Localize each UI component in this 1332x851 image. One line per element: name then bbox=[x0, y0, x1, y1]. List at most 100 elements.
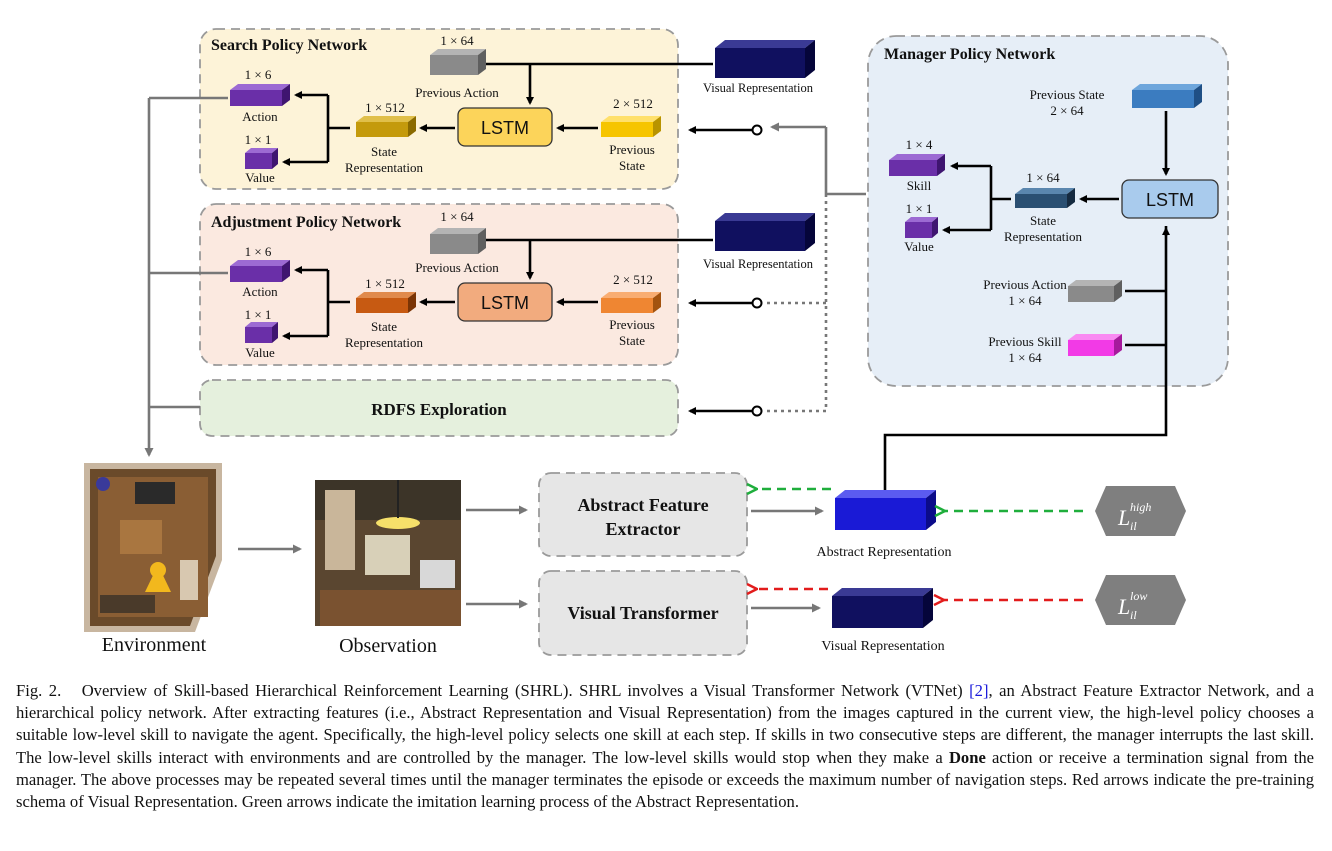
adjust-visual-rep-cube bbox=[715, 213, 815, 251]
caption-text-1: Overview of Skill-based Hierarchical Rei… bbox=[81, 681, 970, 700]
adjust-visual-rep-label: Visual Representation bbox=[703, 257, 814, 271]
manager-prev-skill-dim: 1 × 64 bbox=[1008, 350, 1042, 365]
search-title: Search Policy Network bbox=[211, 37, 367, 54]
manager-value-label: Value bbox=[904, 239, 934, 254]
manager-prev-action-dim: 1 × 64 bbox=[1008, 293, 1042, 308]
adjust-value-label: Value bbox=[245, 345, 275, 360]
adjust-state-rep-cube bbox=[356, 292, 416, 313]
adjust-value-cube bbox=[245, 322, 278, 343]
search-visual-rep-cube bbox=[715, 40, 815, 78]
abstract-feature-extractor bbox=[538, 472, 748, 557]
caption-text-3: action or receive a termination signal f… bbox=[16, 747, 1314, 812]
visual-rep-cube bbox=[832, 588, 933, 628]
caption-fig-label: Fig. 2. bbox=[16, 681, 62, 700]
rdfs-label: RDFS Exploration bbox=[371, 400, 507, 419]
search-action-cube bbox=[230, 84, 290, 106]
afe-label-1: Abstract Feature bbox=[577, 495, 708, 515]
adjust-prev-action-dim: 1 × 64 bbox=[440, 209, 474, 224]
shrl-diagram: Search Policy Network Adjustment Policy … bbox=[84, 28, 1229, 657]
adjust-action-label: Action bbox=[242, 284, 278, 299]
search-prev-action-cube bbox=[430, 49, 486, 75]
adjust-action-dim: 1 × 6 bbox=[245, 244, 272, 259]
manager-arrows bbox=[883, 111, 1170, 500]
loss-low-sub: il bbox=[1130, 608, 1137, 622]
adjust-arrows bbox=[282, 238, 752, 415]
manager-lstm-label: LSTM bbox=[1146, 190, 1194, 210]
manager-value-cube bbox=[905, 217, 938, 238]
adjust-lstm-label: LSTM bbox=[481, 293, 529, 313]
search-visual-rep-label: Visual Representation bbox=[703, 81, 814, 95]
manager-prev-state-cube bbox=[1132, 84, 1202, 108]
adjust-lstm bbox=[457, 282, 553, 322]
manager-prev-action-cube bbox=[1068, 280, 1122, 302]
search-prev-state-dim: 2 × 512 bbox=[613, 96, 653, 111]
manager-value-dim: 1 × 1 bbox=[906, 201, 933, 216]
vt-label: Visual Transformer bbox=[567, 603, 718, 623]
manager-state-l2: Representation bbox=[1004, 229, 1082, 244]
search-switch-node bbox=[751, 124, 763, 136]
adjust-prev-state-l2: State bbox=[619, 333, 645, 348]
loss-high-hexagon: L high il bbox=[1095, 486, 1186, 536]
manager-policy-panel bbox=[867, 35, 1229, 387]
search-lstm-label: LSTM bbox=[481, 118, 529, 138]
adjust-title: Adjustment Policy Network bbox=[211, 214, 401, 231]
figure-caption: Fig. 2. Overview of Skill-based Hierarch… bbox=[16, 680, 1314, 813]
search-value-dim: 1 × 1 bbox=[245, 132, 272, 147]
adjust-prev-state-l1: Previous bbox=[609, 317, 655, 332]
adjust-switch-node bbox=[751, 297, 763, 309]
adjust-state-l1: State bbox=[371, 319, 397, 334]
action-feedback-lines bbox=[144, 96, 228, 457]
adjust-state-dim: 1 × 512 bbox=[365, 276, 405, 291]
adjust-action-cube bbox=[230, 260, 290, 282]
manager-skill-dim: 1 × 4 bbox=[906, 137, 933, 152]
caption-citation-link[interactable]: [2] bbox=[969, 681, 989, 700]
search-state-l1: State bbox=[371, 144, 397, 159]
environment-label: Environment bbox=[102, 634, 207, 656]
manager-prev-state-label: Previous State bbox=[1030, 87, 1105, 102]
caption-done-term: Done bbox=[948, 747, 986, 767]
manager-prev-skill-label: Previous Skill bbox=[988, 334, 1062, 349]
manager-prev-state-dim: 2 × 64 bbox=[1050, 103, 1084, 118]
green-imitation-arrows bbox=[756, 489, 1083, 511]
manager-lstm bbox=[1121, 179, 1219, 219]
environment-image bbox=[84, 463, 222, 632]
visual-rep-label: Visual Representation bbox=[821, 639, 944, 654]
manager-skill-label: Skill bbox=[907, 178, 932, 193]
observation-label: Observation bbox=[339, 635, 437, 657]
adjust-value-dim: 1 × 1 bbox=[245, 307, 272, 322]
search-prev-state-cube bbox=[601, 116, 661, 137]
loss-low-base: L bbox=[1117, 594, 1130, 619]
visual-transformer bbox=[538, 570, 748, 656]
adjust-prev-action-label: Previous Action bbox=[415, 260, 499, 275]
search-state-rep-cube bbox=[356, 116, 416, 137]
caption-text-2: , an Abstract Feature Extractor Network,… bbox=[16, 681, 1314, 767]
abstract-rep-label: Abstract Representation bbox=[817, 545, 952, 560]
manager-state-dim: 1 × 64 bbox=[1026, 170, 1060, 185]
loss-high-base: L bbox=[1117, 505, 1130, 530]
adjust-prev-state-dim: 2 × 512 bbox=[613, 272, 653, 287]
red-pretrain-arrows bbox=[756, 589, 1083, 600]
manager-state-rep-cube bbox=[1015, 188, 1075, 208]
search-prev-state-l2: State bbox=[619, 158, 645, 173]
search-state-l2: Representation bbox=[345, 160, 423, 175]
adjust-prev-state-cube bbox=[601, 292, 661, 313]
search-prev-action-label: Previous Action bbox=[415, 85, 499, 100]
loss-high-sub: il bbox=[1130, 519, 1137, 533]
adjust-state-l2: Representation bbox=[345, 335, 423, 350]
observation-image bbox=[315, 480, 461, 626]
loss-low-hexagon: L low il bbox=[1095, 575, 1186, 625]
skill-switch-lines bbox=[770, 122, 866, 196]
manager-title: Manager Policy Network bbox=[884, 46, 1055, 63]
skill-switch-dotted bbox=[766, 194, 828, 413]
search-policy-panel bbox=[199, 28, 679, 190]
afe-label-2: Extractor bbox=[606, 519, 681, 539]
search-value-cube bbox=[245, 148, 278, 169]
adjustment-policy-panel bbox=[199, 203, 679, 366]
adjust-prev-action-cube bbox=[430, 228, 486, 254]
manager-prev-action-label: Previous Action bbox=[983, 277, 1067, 292]
loss-low-sup: low bbox=[1130, 589, 1147, 603]
search-arrows bbox=[282, 62, 752, 166]
pipeline-arrows bbox=[238, 505, 824, 613]
search-action-label: Action bbox=[242, 109, 278, 124]
manager-state-l1: State bbox=[1030, 213, 1056, 228]
